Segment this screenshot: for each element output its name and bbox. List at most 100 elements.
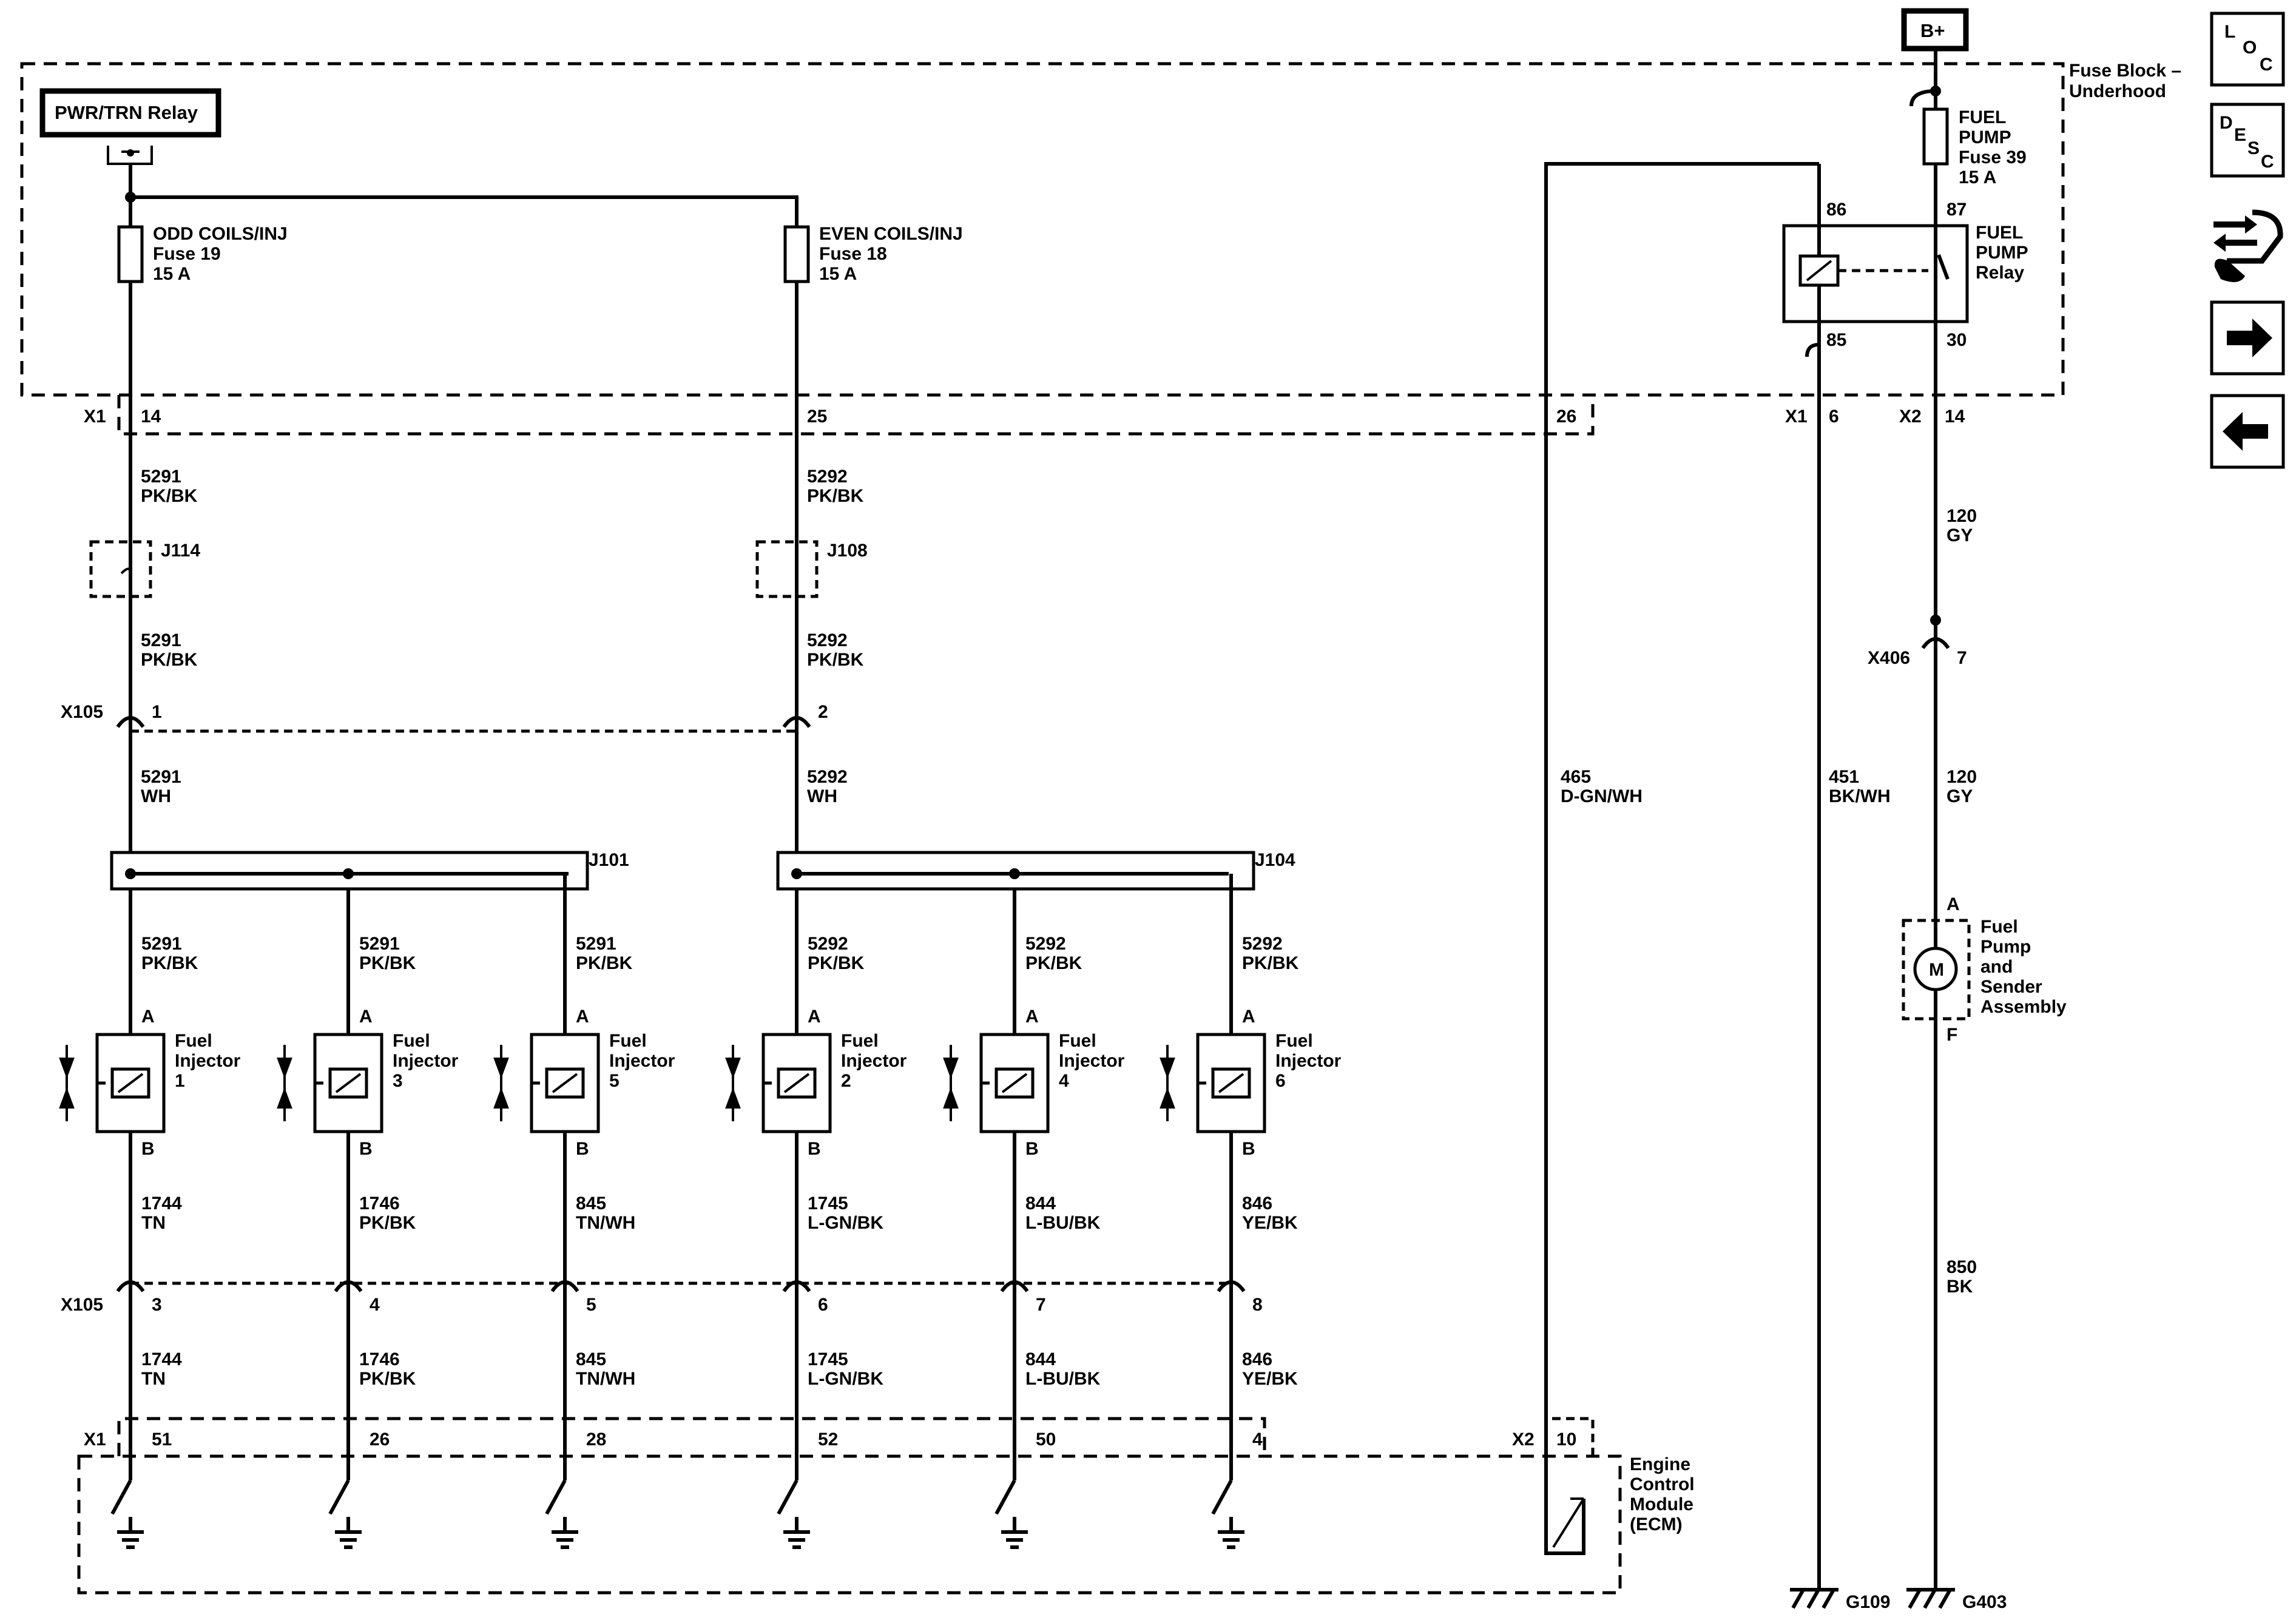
ecm-x1-pin-number: 26 — [370, 1430, 390, 1450]
fuse-fuel-pump — [1922, 107, 1949, 166]
relay-pin-87: 87 — [1947, 200, 1967, 220]
injector-circuit-color-lower: TN — [141, 1369, 166, 1389]
x406-pin-7: 7 — [1957, 648, 1967, 668]
injector-circuit-color-lower: PK/BK — [359, 1369, 416, 1389]
ecm-driver-switch — [328, 1479, 350, 1515]
x105-label-top: X105 — [61, 702, 103, 722]
wire-5292-upper-num: 5292 — [807, 467, 848, 487]
x1-pin-26: 26 — [1556, 407, 1576, 427]
wire-5292-mid-color: PK/BK — [807, 650, 864, 670]
desc-button[interactable]: D E S C — [2210, 103, 2285, 178]
ground-icon — [783, 1517, 810, 1549]
injector-pin-a: A — [808, 1007, 821, 1027]
loc-button[interactable]: L O C — [2210, 12, 2285, 87]
injector-circuit-color-lower: L-BU/BK — [1025, 1369, 1101, 1389]
ecm-label-4: (ECM) — [1630, 1514, 1683, 1534]
injector-pin-b: B — [576, 1139, 589, 1159]
wire-5292-wh-color: WH — [807, 786, 837, 806]
injector-circuit-num: 1746 — [359, 1193, 400, 1214]
injector-label-3: 5 — [609, 1071, 620, 1091]
injector-circuit-num-lower: 1746 — [359, 1349, 400, 1369]
injector-label-1: Fuel — [175, 1031, 212, 1051]
x406-connector — [1921, 637, 1950, 649]
injector-feed-wire-color: PK/BK — [576, 953, 633, 973]
fuse-odd-coils — [117, 225, 144, 283]
injector-column-4: 5292PK/BKAFuelInjector2B1745L-GN/BK61745… — [725, 889, 907, 1549]
splice-pack-j104-label: J104 — [1255, 850, 1295, 870]
injector-circuit-num-lower: 845 — [576, 1349, 606, 1369]
wire-5291-upper-num: 5291 — [141, 467, 181, 487]
injector-circuit-color: TN/WH — [576, 1213, 635, 1233]
fuse-pump-3: Fuse 39 — [1959, 147, 2027, 167]
ecm-driver-switch — [545, 1479, 567, 1515]
injector-pin-b: B — [359, 1139, 373, 1159]
injector-column-2: 5291PK/BKAFuelInjector3B1746PK/BK41746PK… — [277, 889, 459, 1549]
relay-name-1: FUEL — [1976, 223, 2023, 243]
wire-451-color: BK/WH — [1829, 786, 1891, 806]
injector-label-3: 3 — [393, 1071, 403, 1091]
injector-label-1: Fuel — [841, 1031, 879, 1051]
ecm-driver-switch — [994, 1479, 1016, 1515]
injector-label-2: Injector — [609, 1051, 675, 1071]
connector-list-button[interactable] — [2213, 209, 2283, 282]
injector-pin-b: B — [1242, 1139, 1255, 1159]
x1-pin-6: 6 — [1829, 407, 1839, 427]
fuel-pump-motor-label: M — [1929, 960, 1944, 980]
next-button[interactable] — [2210, 300, 2285, 376]
injector-label-3: 2 — [841, 1071, 851, 1091]
injector-circuit-color: TN — [141, 1213, 166, 1233]
injector-feed-wire-num: 5291 — [576, 934, 616, 954]
injector-valve-icon — [277, 1045, 292, 1121]
pwr-trn-relay-label: PWR/TRN Relay — [55, 102, 198, 123]
injector-feed-wire-color: PK/BK — [1242, 953, 1299, 973]
injector-feed-wire-color: PK/BK — [141, 953, 198, 973]
injector-valve-icon — [1160, 1045, 1175, 1121]
injector-circuit-num: 845 — [576, 1193, 606, 1214]
wire-465-num: 465 — [1561, 767, 1591, 787]
desc-letter-s: S — [2247, 138, 2260, 158]
injector-feed-wire-num: 5291 — [141, 934, 182, 954]
loc-letter-l: L — [2224, 22, 2235, 42]
injector-pin-a: A — [1242, 1007, 1255, 1027]
injector-pin-b: B — [141, 1139, 155, 1159]
injector-label-1: Fuel — [1275, 1031, 1313, 1051]
injector-circuit-num-lower: 1744 — [141, 1349, 182, 1369]
desc-letter-d: D — [2220, 113, 2233, 133]
injector-pin-a: A — [1025, 1007, 1039, 1027]
fuse-pump-1: FUEL — [1959, 107, 2006, 127]
relay-pin-30: 30 — [1947, 330, 1967, 350]
injector-valve-icon — [725, 1045, 741, 1121]
fuse-odd-number: Fuse 19 — [153, 244, 221, 264]
injector-label-2: Injector — [1059, 1051, 1125, 1071]
injector-circuit-num: 846 — [1242, 1193, 1272, 1214]
loc-letter-o: O — [2243, 38, 2257, 58]
ecm-x1-pin-number: 4 — [1252, 1430, 1263, 1450]
ecm-x2-label: X2 — [1512, 1430, 1535, 1450]
bplus-tag — [1901, 8, 1969, 52]
x1-pin-25: 25 — [807, 407, 827, 427]
fuse-pump-4: 15 A — [1959, 167, 1996, 187]
ecm-label-2: Control — [1630, 1474, 1695, 1494]
injector-feed-wire-num: 5292 — [1242, 934, 1283, 954]
connector-list-icon — [2213, 209, 2283, 282]
ecm-x1-connector — [117, 1417, 1266, 1456]
ground-icon — [1218, 1517, 1244, 1549]
injector-pin-b: B — [808, 1139, 821, 1159]
ecm-outline — [77, 1454, 1622, 1595]
injector-feed-wire-color: PK/BK — [359, 953, 416, 973]
splice-j114 — [89, 540, 152, 598]
x105-pin-number: 8 — [1252, 1295, 1263, 1315]
desc-letter-c: C — [2261, 152, 2274, 172]
injector-pin-b: B — [1025, 1139, 1039, 1159]
fuse-odd-name: ODD COILS/INJ — [153, 224, 288, 244]
ground-icon — [117, 1517, 144, 1549]
relay-pin-85: 85 — [1826, 330, 1846, 350]
relay-name-2: PUMP — [1976, 243, 2028, 263]
injector-feed-wire-num: 5291 — [359, 934, 400, 954]
injector-label-2: Injector — [393, 1051, 459, 1071]
prev-button[interactable] — [2210, 394, 2285, 469]
wire-5291-mid-num: 5291 — [141, 630, 181, 650]
ecm-driver-switch — [1211, 1479, 1233, 1515]
injector-pin-a: A — [576, 1007, 589, 1027]
fuse-even-coils — [783, 225, 810, 283]
